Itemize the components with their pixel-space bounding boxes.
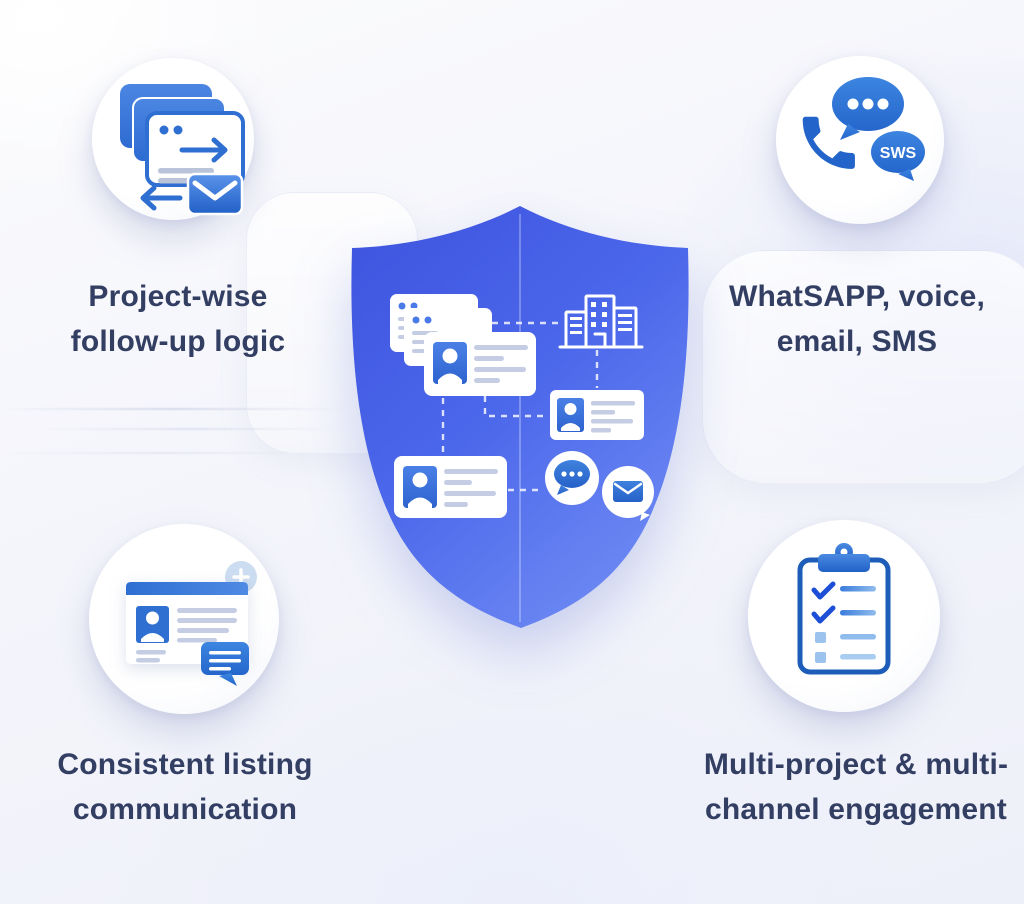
email-bubble-icon: [602, 466, 654, 521]
phone-chat-icon: SWS: [802, 77, 925, 181]
feature-label-line: WhatSAPP, voice,: [728, 280, 986, 313]
feature-label-line: Project-wise: [88, 280, 268, 313]
listing-icon-plate: [89, 524, 279, 714]
shield-svg: [351, 206, 689, 628]
feature-label-line: follow-up logic: [70, 325, 286, 358]
feature-label-bottom-right: Multi-project & multi- channel engagemen…: [688, 742, 1024, 832]
background-streak: [0, 452, 330, 454]
feature-label-top-left: Project-wise follow-up logic: [28, 274, 328, 364]
comment-bubble-icon: [201, 642, 249, 686]
feature-label-line: email, SMS: [776, 325, 938, 358]
sms-bubble-icon: SWS: [871, 131, 925, 181]
sms-badge-text: SWS: [880, 145, 917, 162]
chat-bubble-icon: [545, 451, 599, 505]
channels-icon-plate: SWS: [776, 56, 944, 224]
background-streak: [0, 408, 345, 410]
follow-up-cards-icon: [120, 84, 245, 216]
checklist-clipboard-icon: [797, 543, 891, 675]
shield-graphic: [330, 190, 710, 650]
listing-card-icon: [126, 561, 257, 686]
chat-dots-bubble-icon: [832, 77, 904, 140]
contact-card-icon: [394, 456, 507, 518]
feature-label-bottom-left: Consistent listing communication: [18, 742, 352, 832]
ghost-panel-right: [702, 250, 1024, 484]
follow-up-icon-plate: [92, 58, 254, 220]
phone-icon: [802, 116, 855, 169]
feature-label-line: channel engagement: [704, 793, 1007, 826]
feature-label-line: Multi-project & multi-: [703, 748, 1009, 781]
contact-card-icon: [550, 390, 644, 440]
contact-card-icon: [424, 332, 536, 396]
feature-label-line: Consistent listing: [57, 748, 313, 781]
workflow-connectors: [441, 321, 599, 492]
building-icon: [558, 294, 644, 349]
checklist-icon-plate: [748, 520, 940, 712]
feature-label-top-right: WhatSAPP, voice, email, SMS: [700, 274, 1014, 364]
background-streak: [40, 428, 340, 430]
feature-label-line: communication: [72, 793, 298, 826]
building-windows: [570, 302, 632, 334]
